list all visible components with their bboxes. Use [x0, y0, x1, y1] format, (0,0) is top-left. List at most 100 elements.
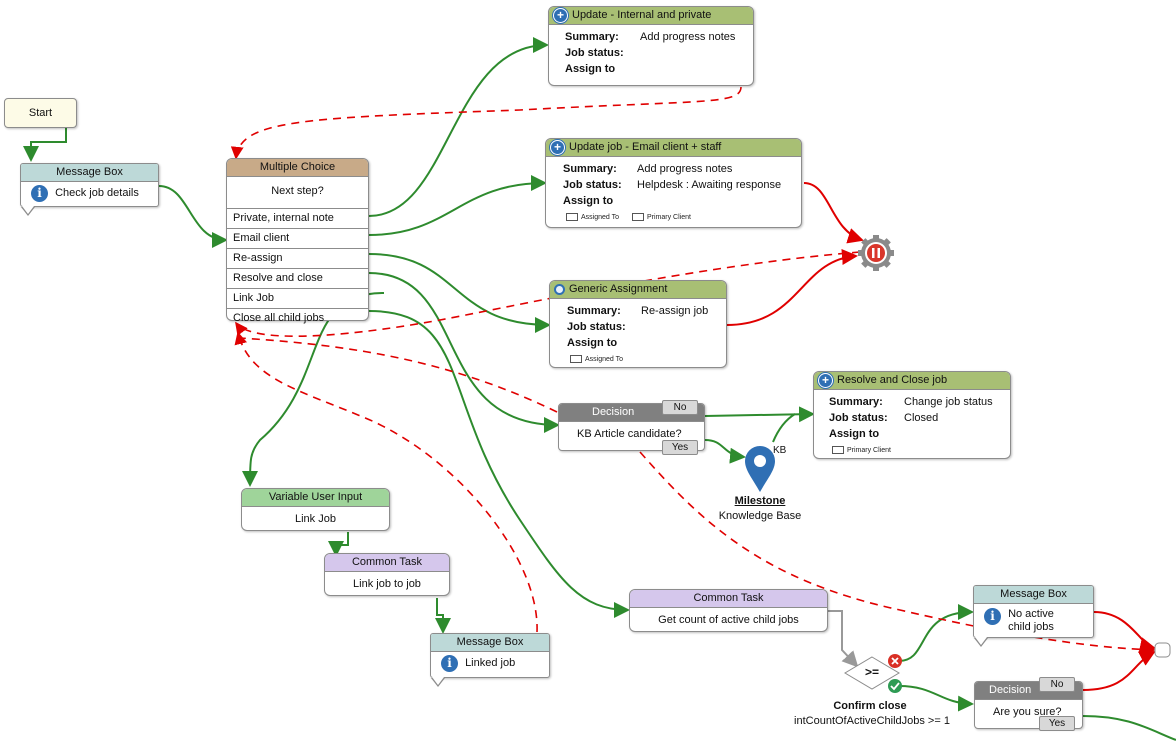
assignee: Primary Client [847, 446, 891, 454]
magnifier-icon [554, 283, 565, 295]
status-value: Closed [904, 412, 939, 424]
return-decision [239, 337, 558, 413]
assignee: Primary Client [647, 213, 691, 221]
option-email-client[interactable]: Email client [227, 228, 368, 248]
milestone-title: Milestone [734, 495, 786, 507]
stop-gear-icon [858, 235, 894, 271]
info-icon: i [984, 608, 1001, 625]
summary-value: Add progress notes [637, 163, 733, 175]
common-task-text: Get count of active child jobs [658, 614, 799, 626]
summary-label: Summary: [829, 396, 883, 408]
assign-label: Assign to [563, 195, 614, 207]
message-box-no-active[interactable]: Message Box i No active child jobs [973, 585, 1094, 638]
flow-email-to-stop [803, 182, 864, 244]
message-text: Linked job [465, 657, 516, 670]
status-value: Helpdesk : Awaiting response [637, 179, 782, 191]
flow-assign-to-stop [726, 249, 858, 326]
flow-kb-to-resolve [772, 413, 796, 443]
flow-compare-fail [898, 604, 974, 662]
flow-msg-to-mc [158, 185, 228, 248]
compare-expression: intCountOfActiveChildJobs >= 1 [794, 715, 950, 727]
decision-yes-tab[interactable]: Yes [1039, 716, 1075, 731]
speech-tail [21, 206, 35, 216]
info-icon: i [441, 655, 458, 672]
milestone-pin-icon [745, 446, 775, 492]
message-box-linked-job[interactable]: Message Box i Linked job [430, 633, 550, 678]
assign-label: Assign to [829, 428, 880, 440]
return-stop [235, 251, 861, 337]
variable-user-input[interactable]: Variable User Input Link Job [241, 488, 390, 531]
assignee: Assigned To [585, 355, 624, 363]
speech-tail [431, 677, 445, 687]
decision-no-tab[interactable]: No [1039, 677, 1075, 692]
flow-ct-to-msg [435, 598, 451, 634]
task-title: Resolve and Close job [837, 374, 948, 386]
flow-count-to-compare [828, 610, 859, 668]
add-icon: + [818, 372, 833, 388]
variable-input-header: Variable User Input [242, 489, 389, 507]
multiple-choice-node[interactable]: Multiple Choice Next step? Private, inte… [226, 158, 369, 324]
flow-compare-pass [898, 685, 974, 712]
task-update-private[interactable]: +Update - Internal and private Summary: … [548, 6, 754, 86]
task-title: Generic Assignment [569, 283, 668, 295]
variable-input-text: Link Job [295, 513, 336, 525]
multiple-choice-question: Next step? [271, 185, 324, 197]
flow-closechild [368, 310, 630, 618]
milestone-kb-label: KB [773, 445, 787, 456]
flow-email [368, 175, 547, 236]
flow-start-to-msg [23, 127, 67, 162]
decision-title: Decision [989, 684, 1032, 696]
compare-title: Confirm close [833, 700, 907, 712]
flow-reassign [368, 253, 551, 333]
summary-value: Re-assign job [641, 305, 709, 317]
option-private-note[interactable]: Private, internal note [227, 208, 368, 228]
compare-diamond [844, 656, 900, 690]
summary-value: Change job status [904, 396, 993, 408]
assignee-icon [832, 446, 844, 454]
compare-symbol: >= [864, 665, 879, 679]
message-box-check-job[interactable]: Message Box i Check job details [20, 163, 159, 207]
flow-private [368, 37, 549, 217]
decision-no-tab[interactable]: No [662, 400, 698, 415]
option-reassign[interactable]: Re-assign [227, 248, 368, 268]
pass-icon [888, 679, 902, 693]
return-kb-to-end [639, 451, 1156, 656]
common-task-header: Common Task [630, 590, 827, 608]
common-task-count-children[interactable]: Common Task Get count of active child jo… [629, 589, 828, 632]
common-task-link-job[interactable]: Common Task Link job to job [324, 553, 450, 596]
add-icon: + [550, 139, 565, 155]
return-private [230, 86, 742, 160]
task-resolve-close[interactable]: + Resolve and Close job Summary: Change j… [813, 371, 1011, 459]
flow-sure-yes [1082, 715, 1176, 741]
assignee-icon [632, 213, 644, 221]
summary-value: Add progress notes [640, 31, 736, 43]
flow-dec-yes [704, 439, 746, 464]
fail-icon [888, 654, 902, 668]
flow-noactive-to-end [1093, 611, 1156, 653]
start-node[interactable]: Start [4, 98, 77, 128]
decision-question: Are you sure? [993, 706, 1062, 718]
task-generic-assignment[interactable]: Generic Assignment Summary: Re-assign jo… [549, 280, 727, 368]
message-box-header: Message Box [974, 586, 1093, 604]
info-icon: i [31, 185, 48, 202]
assignee-icon [566, 213, 578, 221]
decision-title: Decision [592, 406, 635, 418]
task-update-email[interactable]: +Update job - Email client + staff Summa… [545, 138, 802, 228]
assign-label: Assign to [567, 337, 618, 349]
option-close-child-jobs[interactable]: Close all child jobs [227, 308, 368, 328]
assign-label: Assign to [565, 63, 616, 75]
assignee: Assigned To [581, 213, 620, 221]
option-link-job[interactable]: Link Job [227, 288, 368, 308]
multiple-choice-header: Multiple Choice [227, 159, 368, 177]
decision-yes-tab[interactable]: Yes [662, 440, 698, 455]
message-text-line2: child jobs [1008, 621, 1054, 633]
message-box-header: Message Box [21, 164, 158, 182]
option-resolve-close[interactable]: Resolve and close [227, 268, 368, 288]
flow-var-to-ct [328, 532, 349, 557]
common-task-text: Link job to job [353, 578, 421, 590]
assignee-icon [570, 355, 582, 363]
message-text: Check job details [55, 187, 139, 200]
return-linked [234, 331, 538, 633]
status-label: Job status: [567, 321, 626, 333]
